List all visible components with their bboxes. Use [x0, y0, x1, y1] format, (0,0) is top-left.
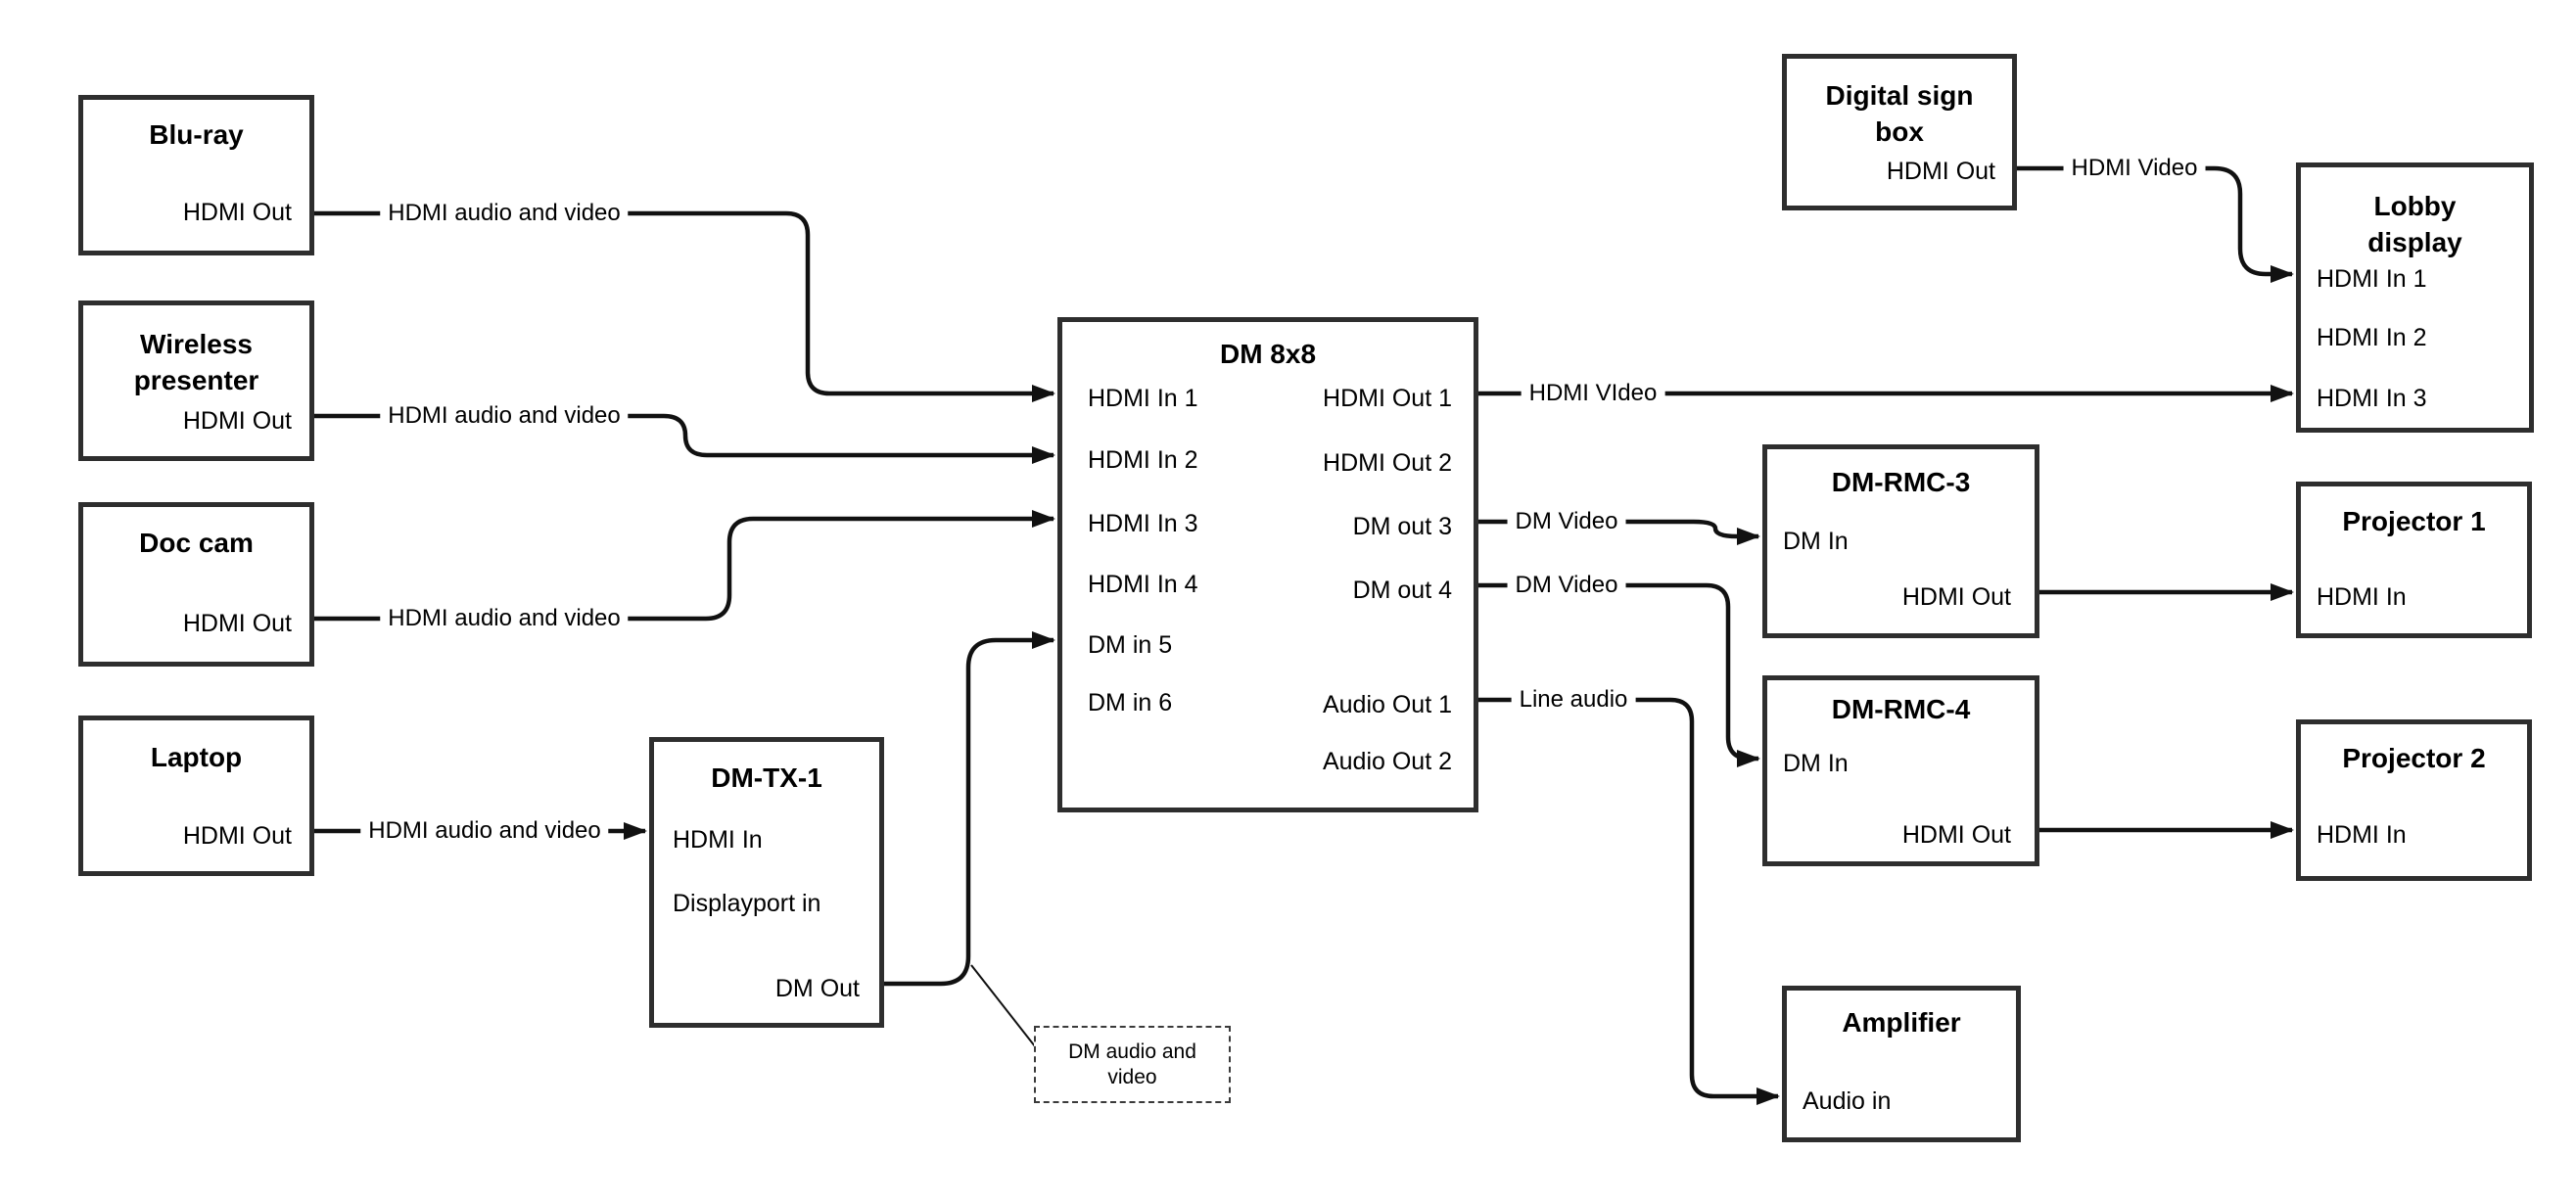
- port-laptop-hdmi-out: HDMI Out: [182, 822, 292, 850]
- port-dmtx1-dm-out: DM Out: [774, 975, 860, 1002]
- port-dm8x8-dm-in-5: DM in 5: [1088, 631, 1173, 659]
- port-dm8x8-audio-out-1: Audio Out 1: [1322, 691, 1452, 718]
- node-dm-tx-1: DM-TX-1 HDMI In Displayport in DM Out: [649, 737, 884, 1028]
- port-dmrmc4-hdmi-out: HDMI Out: [1901, 821, 2011, 849]
- node-title: DM 8x8: [1219, 339, 1317, 369]
- port-dm8x8-hdmi-out-1: HDMI Out 1: [1323, 385, 1452, 412]
- wire-label-audio-out1-feed: Line audio: [1511, 685, 1636, 715]
- port-dmrmc3-dm-in: DM In: [1783, 528, 1849, 555]
- node-title-line2: presenter: [133, 365, 259, 395]
- node-title: Projector 1: [2342, 506, 2486, 536]
- node-title: Doc cam: [139, 528, 254, 558]
- node-title: Blu-ray: [149, 119, 244, 150]
- wire-digitalsign-to-lobby-in1: [2017, 165, 2294, 283]
- node-title-line1: Digital sign: [1825, 80, 1974, 111]
- node-title: Laptop: [150, 742, 243, 772]
- node-title-line2: display: [2367, 227, 2462, 257]
- port-projector2-hdmi-in: HDMI In: [2317, 821, 2407, 849]
- port-doccam-hdmi-out: HDMI Out: [182, 610, 292, 637]
- node-dm-rmc-4: DM-RMC-4 DM In HDMI Out: [1762, 675, 2039, 866]
- wire-label-doccam-feed: HDMI audio and video: [380, 604, 629, 633]
- port-dm8x8-dm-out-4: DM out 4: [1352, 577, 1452, 604]
- port-lobby-hdmi-in-2: HDMI In 2: [2317, 324, 2427, 351]
- node-laptop: Laptop HDMI Out: [78, 716, 314, 876]
- node-bluray: Blu-ray HDMI Out: [78, 95, 314, 255]
- callout-leader-line: [970, 964, 1036, 1047]
- wire-dmtx1-to-dm8x8-in5: [884, 631, 1055, 987]
- port-dmrmc3-hdmi-out: HDMI Out: [1901, 583, 2011, 611]
- wire-label-hdmi-out1-feed: HDMI VIdeo: [1521, 379, 1665, 408]
- port-digitalsign-hdmi-out: HDMI Out: [1886, 158, 1995, 185]
- port-amplifier-audio-in: Audio in: [1803, 1087, 1892, 1115]
- port-dm8x8-hdmi-in-2: HDMI In 2: [1088, 446, 1198, 474]
- wire-label-digitalsign-feed: HDMI Video: [2063, 154, 2206, 183]
- callout-line1: DM audio and: [1068, 1039, 1196, 1063]
- port-dm8x8-dm-in-6: DM in 6: [1088, 689, 1173, 716]
- node-wireless-presenter: Wireless presenter HDMI Out: [78, 300, 314, 461]
- port-lobby-hdmi-in-1: HDMI In 1: [2317, 265, 2427, 293]
- node-amplifier: Amplifier Audio in: [1782, 986, 2021, 1142]
- port-dm8x8-hdmi-in-3: HDMI In 3: [1088, 510, 1198, 537]
- wire-doccam-to-dm8x8-in3: [314, 510, 1055, 622]
- wire-dm8x8-out3-to-dmrmc3: [1478, 519, 1760, 545]
- wire-wireless-to-dm8x8-in2: [314, 413, 1055, 464]
- port-dm8x8-dm-out-3: DM out 3: [1352, 513, 1452, 540]
- node-title: Digital sign box: [1787, 77, 2012, 150]
- node-dm-rmc-3: DM-RMC-3 DM In HDMI Out: [1762, 444, 2039, 638]
- wire-bluray-to-dm8x8-in1: [314, 210, 1055, 402]
- wire-dm8x8-audio1-to-amplifier: [1478, 697, 1780, 1105]
- node-title: DM-RMC-3: [1831, 467, 1971, 497]
- node-title: Lobby display: [2301, 188, 2529, 260]
- port-wireless-hdmi-out: HDMI Out: [182, 407, 292, 435]
- node-projector-1: Projector 1 HDMI In: [2296, 482, 2532, 638]
- node-projector-2: Projector 2 HDMI In: [2296, 719, 2532, 881]
- port-projector1-hdmi-in: HDMI In: [2317, 583, 2407, 611]
- port-dmtx1-hdmi-in: HDMI In: [673, 826, 763, 854]
- wire-label-laptop-feed: HDMI audio and video: [360, 816, 609, 846]
- port-dm8x8-audio-out-2: Audio Out 2: [1322, 748, 1452, 775]
- port-bluray-hdmi-out: HDMI Out: [182, 199, 292, 226]
- node-title-line1: Wireless: [140, 329, 253, 359]
- node-title-line1: Lobby: [2373, 191, 2457, 221]
- node-title: Wireless presenter: [83, 326, 309, 398]
- port-dm8x8-hdmi-out-2: HDMI Out 2: [1323, 449, 1452, 477]
- wire-label-dm-out4-feed: DM Video: [1507, 571, 1626, 600]
- node-title: DM-RMC-4: [1831, 694, 1971, 724]
- wire-label-bluray-feed: HDMI audio and video: [380, 199, 629, 228]
- port-dmrmc4-dm-in: DM In: [1783, 750, 1849, 777]
- port-dmtx1-displayport-in: Displayport in: [673, 890, 821, 917]
- wire-label-dm-out3-feed: DM Video: [1507, 507, 1626, 536]
- wire-label-wireless-feed: HDMI audio and video: [380, 401, 629, 431]
- port-dm8x8-hdmi-in-1: HDMI In 1: [1088, 385, 1198, 412]
- node-lobby-display: Lobby display HDMI In 1 HDMI In 2 HDMI I…: [2296, 162, 2534, 433]
- node-digital-sign-box: Digital sign box HDMI Out: [1782, 54, 2017, 210]
- port-dm8x8-hdmi-in-4: HDMI In 4: [1088, 571, 1198, 598]
- node-title: Projector 2: [2342, 743, 2486, 773]
- node-title: Amplifier: [1842, 1007, 1961, 1038]
- callout-line2: video: [1107, 1065, 1157, 1088]
- wire-dm8x8-out4-to-dmrmc4: [1478, 582, 1760, 767]
- callout-dm-audio-and-video: DM audio and video: [1034, 1026, 1231, 1103]
- node-title-line2: box: [1875, 116, 1924, 147]
- node-title: DM-TX-1: [711, 762, 822, 793]
- node-dm-8x8: DM 8x8 HDMI In 1 HDMI In 2 HDMI In 3 HDM…: [1057, 317, 1478, 812]
- node-doc-cam: Doc cam HDMI Out: [78, 502, 314, 667]
- port-lobby-hdmi-in-3: HDMI In 3: [2317, 385, 2427, 412]
